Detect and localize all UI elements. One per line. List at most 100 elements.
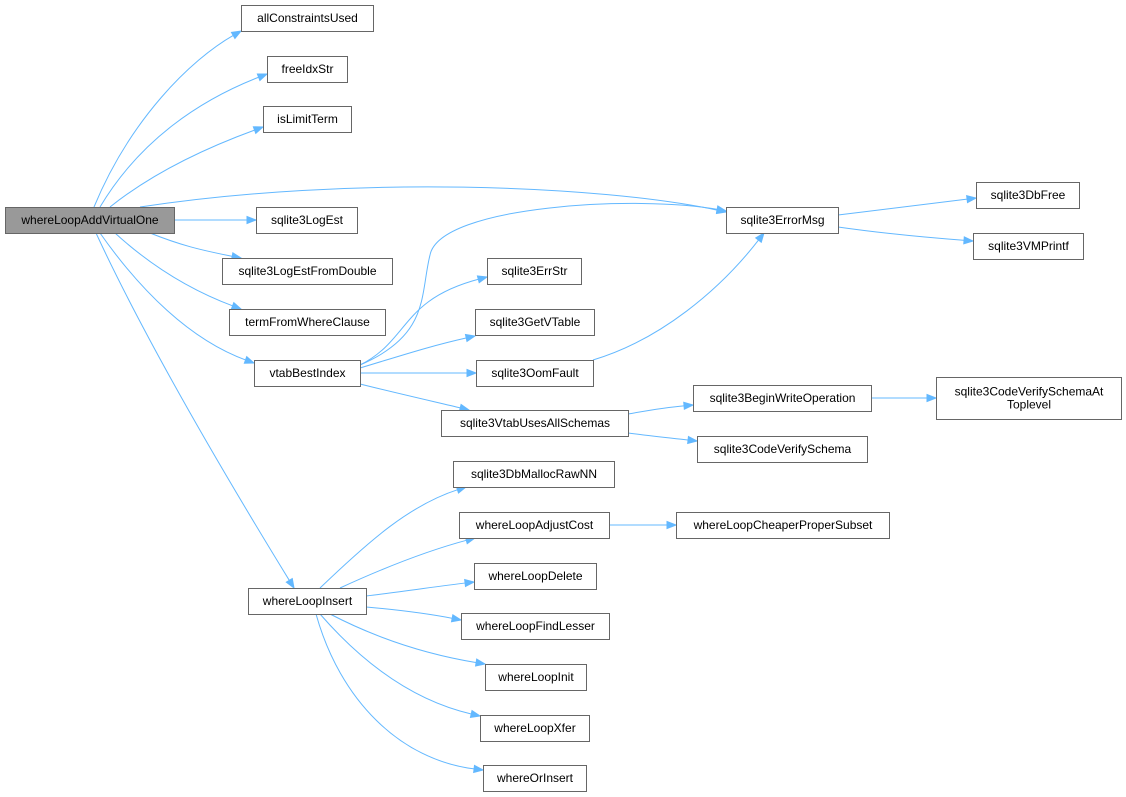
- function-node[interactable]: whereOrInsert: [483, 765, 587, 792]
- node-box: [726, 207, 839, 234]
- function-node[interactable]: whereLoopCheaperProperSubset: [676, 512, 890, 539]
- function-node[interactable]: whereLoopXfer: [480, 715, 590, 742]
- node-label: sqlite3BeginWriteOperation: [710, 391, 856, 405]
- node-box: [475, 309, 595, 336]
- function-node[interactable]: sqlite3LogEstFromDouble: [222, 258, 393, 285]
- edge-arrowhead: [966, 194, 978, 204]
- function-node[interactable]: sqlite3GetVTable: [475, 309, 595, 336]
- edge-line: [109, 129, 256, 208]
- edge-line: [365, 606, 454, 619]
- function-node[interactable]: sqlite3DbFree: [976, 182, 1080, 209]
- edge-arrowhead: [256, 73, 269, 82]
- call-edge: [592, 231, 765, 361]
- call-edge: [174, 215, 258, 225]
- function-node[interactable]: sqlite3LogEst: [256, 207, 358, 234]
- function-node[interactable]: sqlite3DbMallocRawNN: [453, 461, 615, 488]
- edge-line: [359, 278, 480, 366]
- edge-line: [359, 202, 719, 366]
- node-box: [936, 377, 1122, 420]
- node-label: whereLoopAddVirtualOne: [20, 213, 159, 227]
- call-edge: [609, 520, 678, 530]
- call-edge: [99, 232, 256, 364]
- node-box: [480, 715, 590, 742]
- node-box: [697, 436, 868, 463]
- function-node[interactable]: freeIdxStr: [267, 56, 348, 83]
- edge-line: [592, 239, 760, 361]
- function-node[interactable]: sqlite3VtabUsesAllSchemas: [441, 410, 629, 437]
- function-node[interactable]: vtabBestIndex: [254, 360, 361, 387]
- function-node[interactable]: whereLoopFindLesser: [461, 613, 610, 640]
- function-node[interactable]: whereLoopDelete: [474, 563, 597, 590]
- node-layer: whereLoopAddVirtualOne allConstraintsUsed…: [5, 5, 1122, 792]
- edge-arrowhead: [464, 333, 477, 343]
- function-node[interactable]: whereLoopInsert: [248, 588, 367, 615]
- node-label: sqlite3OomFault: [491, 366, 579, 380]
- node-box: [267, 56, 348, 83]
- edge-line: [329, 613, 478, 664]
- edge-line: [149, 232, 234, 257]
- node-label: sqlite3ErrStr: [501, 264, 567, 278]
- node-box: [483, 765, 587, 792]
- node-box: [5, 207, 175, 234]
- function-node[interactable]: whereLoopInit: [485, 664, 587, 691]
- edge-arrowhead: [464, 578, 476, 588]
- function-node[interactable]: sqlite3CodeVerifySchema: [697, 436, 868, 463]
- edge-arrowhead: [230, 30, 243, 40]
- node-box: [461, 613, 610, 640]
- call-edge: [359, 202, 728, 366]
- call-edge: [315, 613, 485, 774]
- edge-line: [315, 613, 476, 770]
- edge-arrowhead: [450, 614, 463, 623]
- node-label: whereLoopDelete: [487, 569, 582, 583]
- node-label: whereLoopAdjustCost: [475, 518, 594, 532]
- node-label: sqlite3DbMallocRawNN: [471, 467, 597, 481]
- call-edge: [95, 232, 295, 590]
- call-edge: [837, 194, 978, 216]
- edge-arrowhead: [230, 301, 243, 310]
- function-node[interactable]: whereLoopAdjustCost: [459, 512, 610, 539]
- node-label: isLimitTerm: [277, 112, 338, 126]
- node-label: vtabBestIndex: [269, 366, 345, 380]
- node-box: [976, 182, 1080, 209]
- edge-arrowhead: [246, 215, 258, 225]
- edge-line: [365, 582, 467, 597]
- function-node[interactable]: sqlite3BeginWriteOperation: [693, 385, 872, 412]
- edge-arrowhead: [285, 577, 295, 590]
- node-label: freeIdxStr: [281, 62, 333, 76]
- node-label: Toplevel: [1007, 398, 1051, 412]
- edge-line: [837, 226, 966, 241]
- edge-line: [99, 76, 260, 208]
- edge-line: [139, 186, 719, 211]
- edge-arrowhead: [666, 520, 678, 530]
- node-label: whereOrInsert: [496, 771, 574, 785]
- function-node[interactable]: termFromWhereClause: [229, 309, 386, 336]
- edge-line: [339, 539, 468, 589]
- node-box: [241, 5, 374, 32]
- node-box: [973, 233, 1084, 260]
- node-label: whereLoopFindLesser: [475, 619, 595, 633]
- function-node[interactable]: allConstraintsUsed: [241, 5, 374, 32]
- function-node[interactable]: isLimitTerm: [263, 106, 352, 133]
- node-label: whereLoopXfer: [493, 721, 575, 735]
- edge-arrowhead: [466, 368, 478, 378]
- call-edge: [339, 536, 477, 589]
- function-node[interactable]: sqlite3OomFault: [476, 360, 594, 387]
- edge-layer: [93, 30, 978, 774]
- root-function-node[interactable]: whereLoopAddVirtualOne: [5, 207, 175, 234]
- edge-arrowhead: [243, 355, 256, 364]
- node-box: [441, 410, 629, 437]
- node-box: [693, 385, 872, 412]
- function-node[interactable]: sqlite3ErrorMsg: [726, 207, 839, 234]
- node-label: sqlite3ErrorMsg: [740, 213, 824, 227]
- node-box: [263, 106, 352, 133]
- node-box: [459, 512, 610, 539]
- call-edge: [365, 606, 463, 623]
- node-box: [229, 309, 386, 336]
- node-box: [676, 512, 890, 539]
- call-edge: [319, 485, 468, 589]
- call-edge: [319, 613, 482, 719]
- function-node[interactable]: sqlite3VMPrintf: [973, 233, 1084, 260]
- function-node[interactable]: sqlite3ErrStr: [487, 258, 582, 285]
